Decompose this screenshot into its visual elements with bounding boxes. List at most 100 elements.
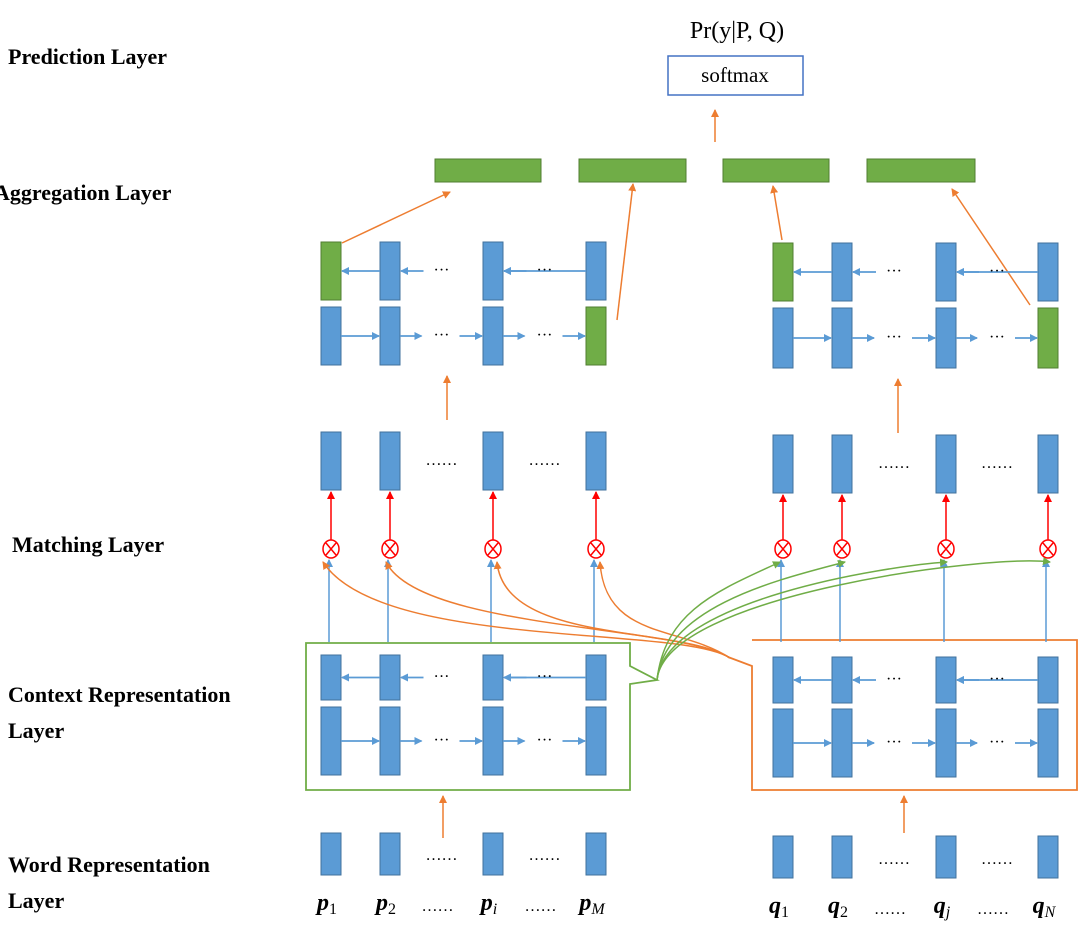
q-context-forward-cell [772, 708, 794, 778]
p-aggregation-forward-cell [320, 306, 342, 366]
label-context-layer-line2: Layer [8, 718, 64, 743]
p-token-label: p1 [315, 890, 337, 918]
q-token-label: q1 [769, 893, 789, 921]
cross-attention-curve-p-to-q [656, 558, 948, 681]
p-word-vector [482, 832, 504, 876]
aggregation-vector [578, 158, 687, 183]
p-context-backward-cell [585, 654, 607, 701]
p-aggregation-backward-cell [320, 241, 342, 301]
p-context-forward-cell [482, 706, 504, 776]
match-op-cross [590, 542, 602, 556]
q-context-ellipsis: ··· [989, 671, 1005, 688]
match-op-cross [940, 542, 952, 556]
q-matching-vector [772, 434, 794, 494]
q-context-backward-cell [1037, 656, 1059, 704]
p-context-ellipsis: ··· [537, 732, 553, 749]
p-aggregation-ellipsis: ··· [537, 262, 553, 279]
arrow-to-aggregation [341, 191, 451, 244]
q-context-box [727, 639, 1078, 791]
p-context-forward-cell [585, 706, 607, 776]
label-word-layer-line1: Word Representation [8, 852, 210, 877]
p-aggregation-forward-cell [585, 306, 607, 366]
q-context-forward-cell [935, 708, 957, 778]
p-token-ellipsis: …… [525, 898, 557, 915]
q-context-ellipsis: ··· [989, 734, 1005, 751]
cross-attention-curve-p-to-q [656, 559, 846, 681]
match-op-cross [777, 542, 789, 556]
label-context-layer-line1: Context Representation [8, 682, 231, 707]
q-token-label: qN [1033, 893, 1057, 921]
q-word-vector [772, 835, 794, 879]
q-aggregation-backward-cell [1037, 242, 1059, 302]
p-aggregation-backward-cell [482, 241, 504, 301]
q-aggregation-forward-cell [772, 307, 794, 369]
label-prediction-layer: Prediction Layer [8, 44, 167, 69]
p-word-ellipsis: …… [426, 847, 458, 864]
q-aggregation-backward-cell [831, 242, 853, 302]
p-context-ellipsis: ··· [434, 669, 450, 686]
aggregation-vector [722, 158, 830, 183]
label-word-layer-line2: Layer [8, 888, 64, 913]
p-context-backward-cell [482, 654, 504, 701]
q-token-ellipsis: …… [977, 901, 1009, 918]
match-op-cross [1042, 542, 1054, 556]
q-context-backward-cell [772, 656, 794, 704]
p-context-box [305, 642, 660, 791]
q-aggregation-backward-cell [772, 242, 794, 302]
p-matching-ellipsis: …… [529, 452, 561, 469]
p-token-ellipsis: …… [422, 898, 454, 915]
arrow-to-aggregation [951, 188, 1031, 306]
p-context-backward-cell [379, 654, 401, 701]
q-aggregation-ellipsis: ··· [886, 263, 902, 280]
p-word-vector [585, 832, 607, 876]
p-context-ellipsis: ··· [537, 669, 553, 686]
q-aggregation-forward-cell [831, 307, 853, 369]
p-matching-vector [379, 431, 401, 491]
q-context-forward-cell [831, 708, 853, 778]
p-word-ellipsis: …… [529, 847, 561, 864]
p-aggregation-ellipsis: ··· [537, 327, 553, 344]
q-word-vector [831, 835, 853, 879]
q-context-ellipsis: ··· [886, 671, 902, 688]
output-probability: Pr(y|P, Q) [690, 18, 784, 44]
p-aggregation-forward-cell [379, 306, 401, 366]
p-token-label: p2 [374, 890, 396, 918]
q-context-backward-cell [935, 656, 957, 704]
cross-attention-curve-q-to-p [596, 561, 731, 659]
q-context-ellipsis: ··· [886, 734, 902, 751]
p-context-forward-cell [320, 706, 342, 776]
cross-attention-curve-p-to-q [656, 557, 1051, 681]
q-token-label: q2 [828, 893, 848, 921]
q-aggregation-backward-cell [935, 242, 957, 302]
q-word-vector [935, 835, 957, 879]
label-aggregation-layer: Aggregation Layer [0, 180, 172, 205]
q-context-forward-cell [1037, 708, 1059, 778]
q-word-vector [1037, 835, 1059, 879]
q-matching-ellipsis: …… [878, 455, 910, 472]
p-matching-vector [585, 431, 607, 491]
p-aggregation-ellipsis: ··· [434, 262, 450, 279]
softmax-label: softmax [701, 63, 769, 87]
match-op-cross [487, 542, 499, 556]
aggregation-vector [434, 158, 542, 183]
p-context-ellipsis: ··· [434, 732, 450, 749]
q-aggregation-forward-cell [935, 307, 957, 369]
q-context-backward-cell [831, 656, 853, 704]
q-token-label: qj [934, 893, 951, 921]
arrow-to-aggregation [616, 183, 637, 321]
p-matching-vector [320, 431, 342, 491]
p-context-backward-cell [320, 654, 342, 701]
p-matching-ellipsis: …… [426, 452, 458, 469]
q-token-ellipsis: …… [874, 901, 906, 918]
p-aggregation-forward-cell [482, 306, 504, 366]
p-token-label: pi [479, 890, 497, 918]
cross-attention-curve-q-to-p [493, 561, 731, 659]
match-op-cross [384, 542, 396, 556]
cross-attention-curve-p-to-q [656, 561, 781, 681]
q-matching-vector [935, 434, 957, 494]
match-op-cross [836, 542, 848, 556]
aggregation-vector [866, 158, 976, 183]
q-aggregation-ellipsis: ··· [989, 329, 1005, 346]
arrow-to-aggregation [770, 185, 783, 241]
